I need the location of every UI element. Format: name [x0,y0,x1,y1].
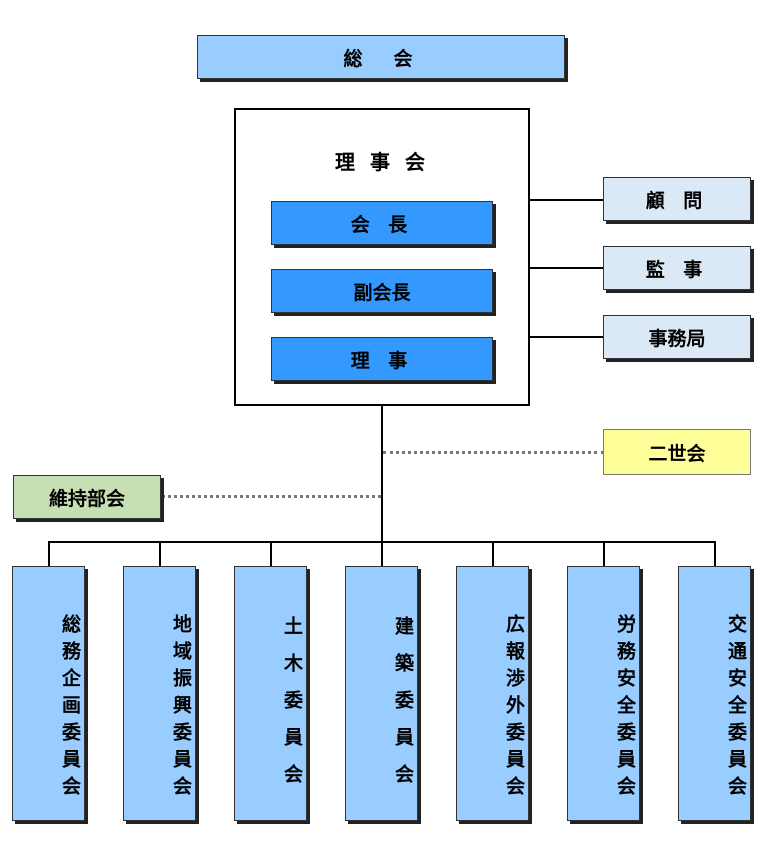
committee-public-relations: 広報渉外委員会 [456,566,529,821]
general-assembly-box: 総 会 [197,35,565,79]
second-generation-box: 二世会 [603,429,751,475]
drop-line-2 [159,541,161,567]
drop-line-3 [270,541,272,567]
committee-architecture: 建築委員会 [345,566,418,821]
maintenance-group-box: 維持部会 [13,475,161,519]
secretariat-connector [529,336,604,338]
drop-line-1 [48,541,50,567]
committee-general-affairs: 総務企画委員会 [12,566,85,821]
drop-line-5 [492,541,494,567]
chairman-box: 会 長 [271,201,493,245]
board-trunk-line [381,405,383,542]
directors-box: 理 事 [271,337,493,381]
secretariat-box: 事務局 [603,315,751,359]
vice-chairman-box: 副会長 [271,269,493,313]
committee-traffic-safety: 交通安全委員会 [678,566,751,821]
committee-regional-promotion: 地域振興委員会 [123,566,196,821]
maintenance-dotted-connector [162,495,381,498]
auditor-connector [529,267,604,269]
drop-line-7 [714,541,716,567]
board-title: 理 事 会 [335,150,429,174]
committee-labor-safety: 労務安全委員会 [567,566,640,821]
committee-civil-engineering: 土木委員会 [234,566,307,821]
second-gen-dotted-connector [383,451,604,454]
advisor-box: 顧 問 [603,177,751,221]
auditor-box: 監 事 [603,246,751,290]
advisor-connector [529,199,604,201]
drop-line-4 [381,541,383,567]
drop-line-6 [603,541,605,567]
